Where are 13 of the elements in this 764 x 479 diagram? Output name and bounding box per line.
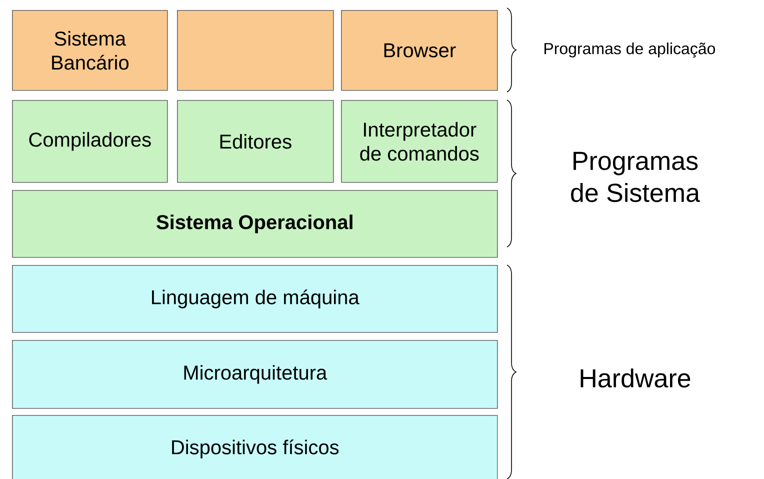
program-box: Editores bbox=[177, 100, 334, 183]
layer-box: Dispositivos físicos bbox=[12, 415, 498, 479]
program-box: Sistema Bancário bbox=[12, 10, 168, 91]
layer-box: Microarquitetura bbox=[12, 340, 498, 409]
layer-box: Linguagem de máquina bbox=[12, 265, 498, 333]
layer-box: Sistema Operacional bbox=[12, 190, 498, 258]
program-box bbox=[177, 10, 334, 91]
program-box: Compiladores bbox=[12, 100, 168, 183]
program-box: Browser bbox=[341, 10, 498, 91]
brace-label: Programas de Sistema bbox=[571, 152, 700, 202]
brace-label: Programas de aplicação bbox=[544, 42, 716, 58]
program-box: Interpretador de comandos bbox=[341, 100, 498, 183]
brace-label: Hardware bbox=[580, 368, 690, 388]
